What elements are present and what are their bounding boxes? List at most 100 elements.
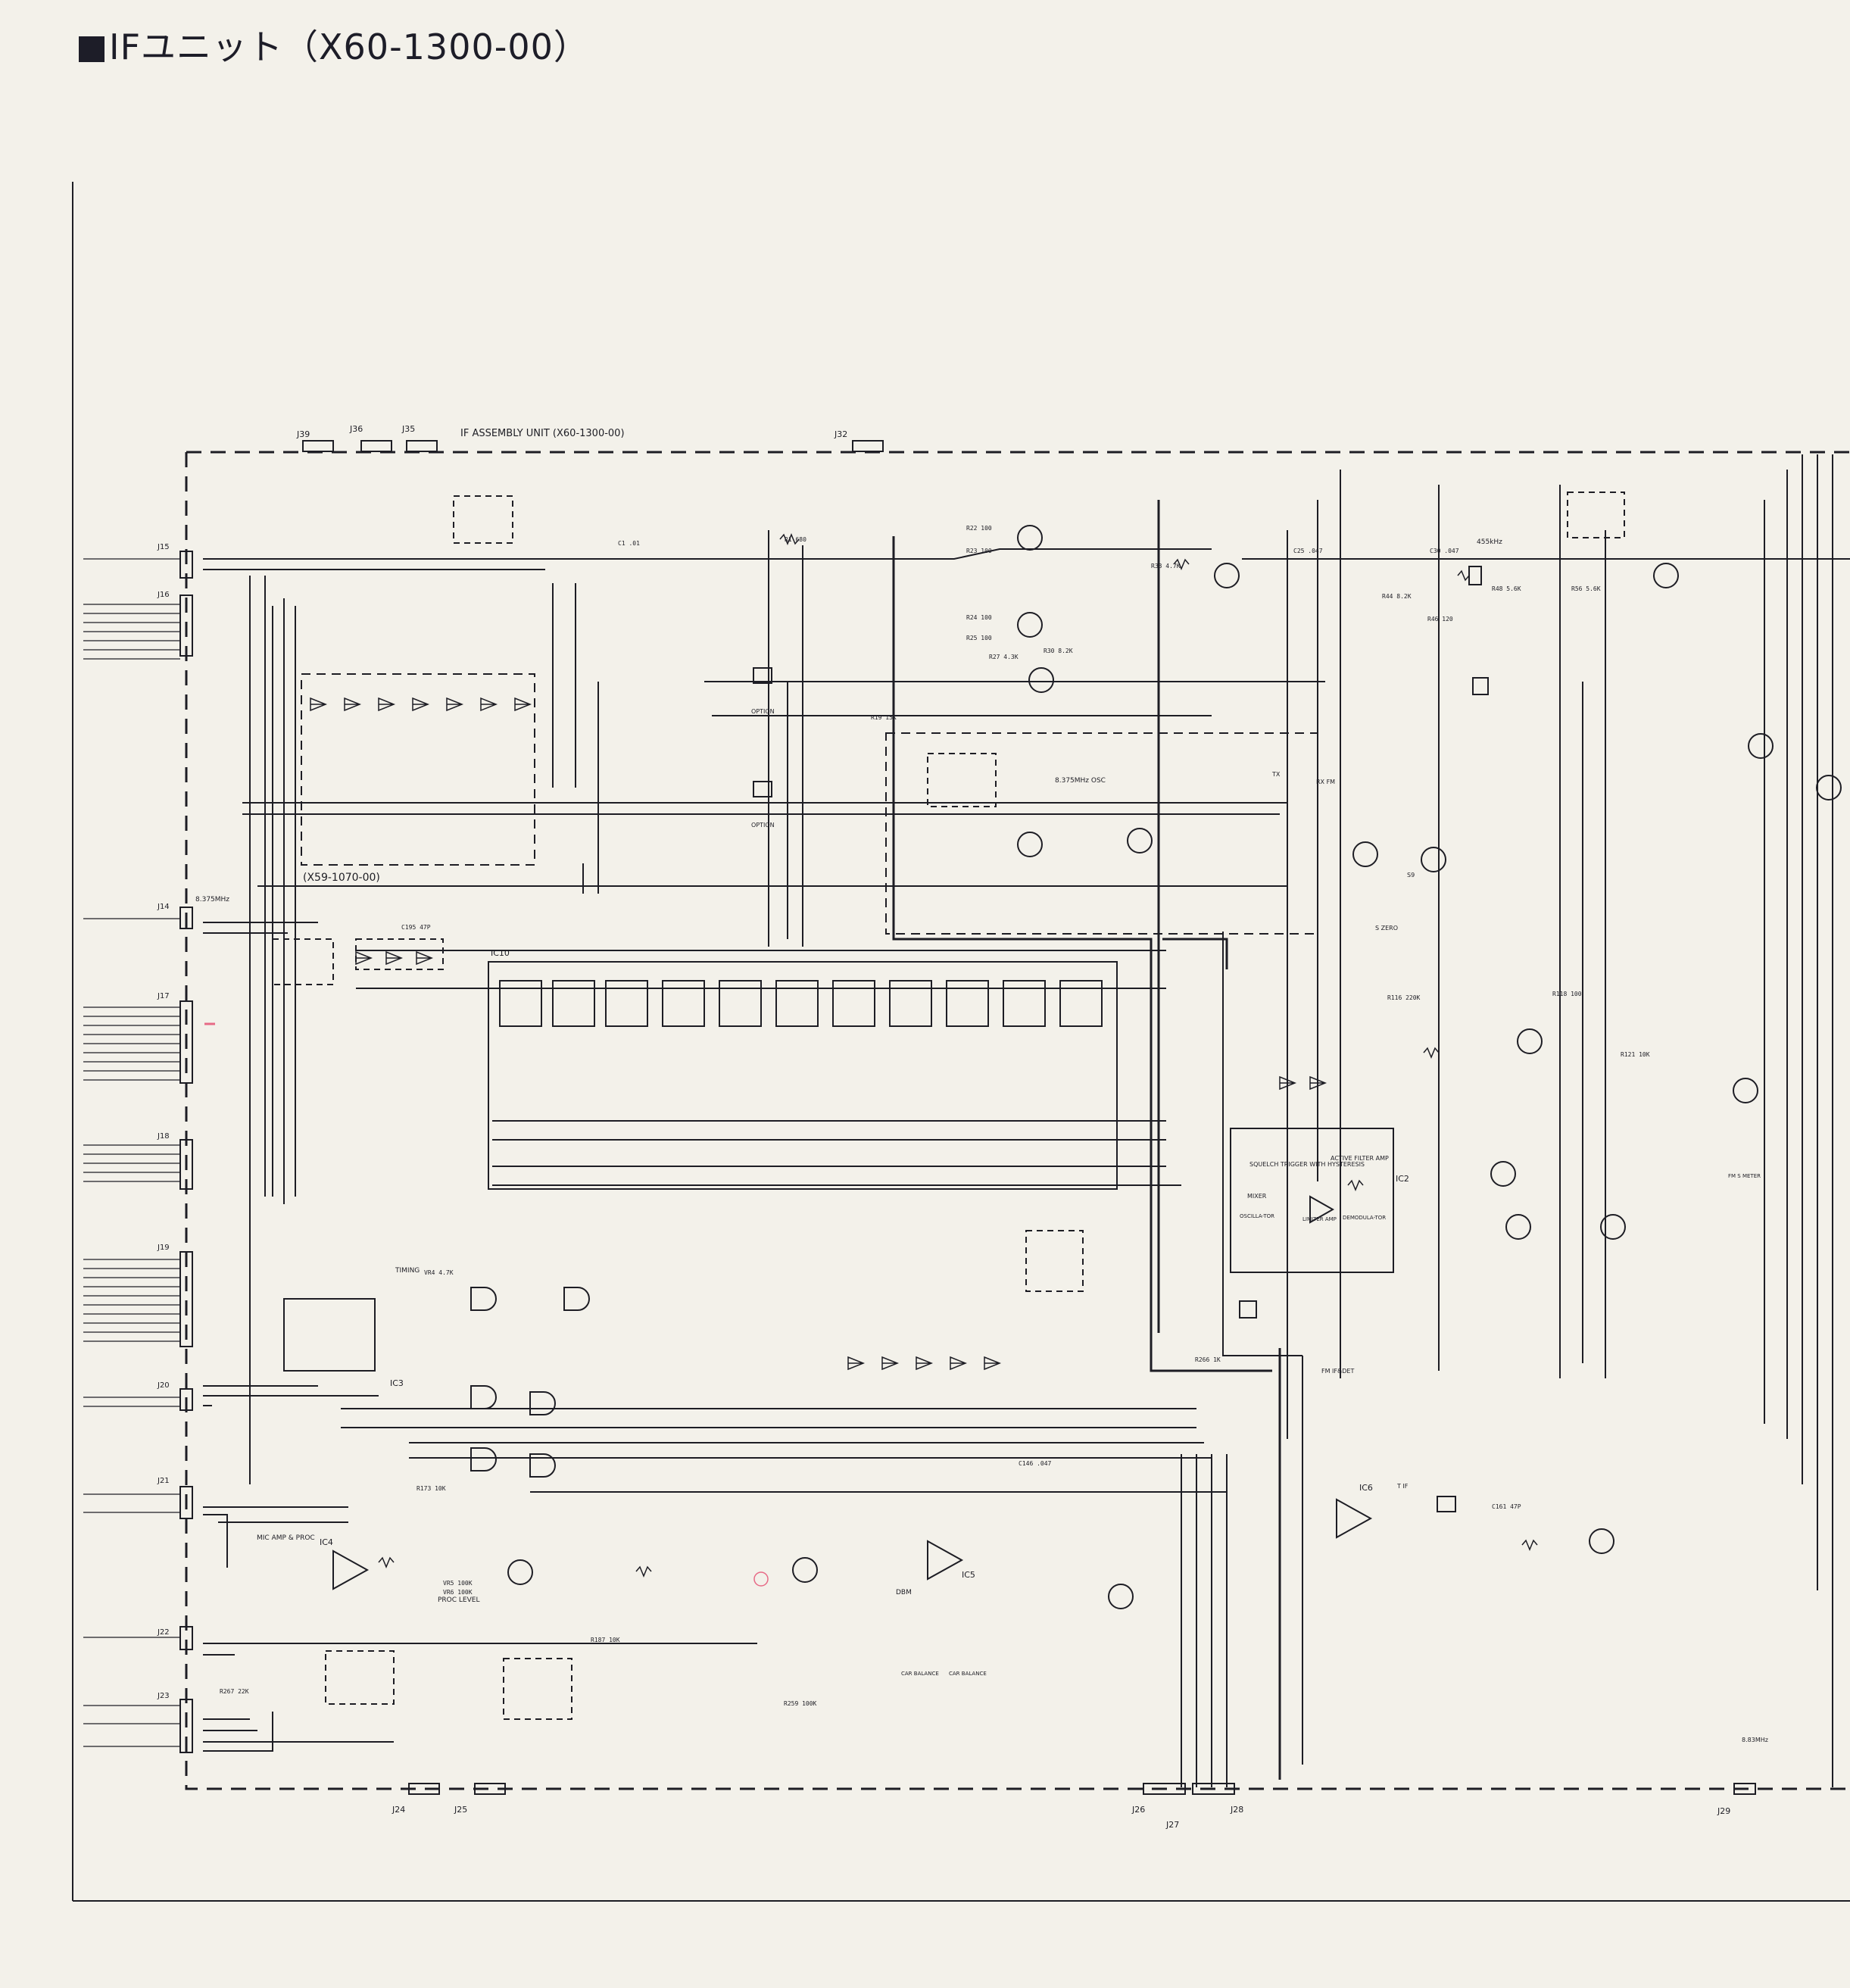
component-value: R267 22K (220, 1688, 249, 1695)
component-value: R19 15K (871, 714, 897, 721)
assembly-label: IF ASSEMBLY UNIT (X60-1300-00) (460, 428, 625, 439)
connector-j25: J25 (454, 1805, 467, 1815)
dbm-label: DBM (896, 1589, 912, 1596)
ic10-box (488, 961, 1118, 1190)
ic4-label: IC4 (320, 1537, 333, 1547)
signal-bus (704, 681, 1325, 1787)
component-value: R48 5.6K (1492, 585, 1521, 592)
option-label-1: OPTION (751, 708, 775, 715)
ic2-label: IC2 (1396, 1174, 1409, 1184)
szero-label: S ZERO (1375, 925, 1398, 932)
connector-j36: J36 (349, 424, 363, 434)
connector-j20: J20 (157, 1381, 170, 1390)
component-value: C195 47P (401, 924, 431, 931)
sub-unit-label: (X59-1070-00) (303, 872, 380, 884)
assembly-border (185, 451, 1850, 1790)
component-value: C30 .047 (1430, 548, 1459, 554)
component-value: R24 100 (966, 614, 992, 621)
freq-label-455: 455kHz (1477, 538, 1502, 546)
ic2-demod: DEMODULA-TOR (1343, 1215, 1386, 1221)
ic2-limiter: LIMITER AMP (1302, 1216, 1337, 1222)
ic3-label: IC3 (390, 1378, 404, 1388)
ic2-box (1230, 1128, 1394, 1273)
component-value: VR4 4.7K (424, 1269, 454, 1276)
wiring-grid (242, 802, 1287, 1493)
component-value: R118 100 (1552, 991, 1582, 997)
component-value: C146 .047 (1019, 1460, 1052, 1467)
connector-j24: J24 (392, 1805, 405, 1815)
component-value: R56 5.6K (1571, 585, 1601, 592)
connector-j22: J22 (157, 1628, 170, 1637)
component-value: R33 4.7K (1151, 563, 1181, 570)
component-value: R46 120 (1427, 616, 1453, 623)
freq-label-8375: 8.375MHz (195, 896, 229, 903)
connector-j15: J15 (157, 543, 170, 551)
logic-gates (470, 1287, 590, 1478)
component-value: R259 100K (784, 1700, 817, 1707)
connector-symbols (179, 440, 1756, 1795)
connector-j26: J26 (1131, 1805, 1145, 1815)
ic3-box (283, 1298, 376, 1372)
component-value: R121 10K (1621, 1051, 1650, 1058)
title-square-icon (79, 36, 105, 62)
opamp-symbols (332, 1195, 1373, 1590)
connector-j28: J28 (1230, 1805, 1243, 1815)
ic10-cells (499, 980, 1103, 1027)
diode-rows (310, 697, 1327, 1371)
s9-label: S9 (1407, 872, 1415, 879)
ic2-squelch: SQUELCH TRIGGER WITH HYSTERESIS (1249, 1161, 1365, 1168)
frame-border (72, 182, 1850, 1902)
ic2-mixer: MIXER (1247, 1193, 1267, 1200)
connector-j18: J18 (157, 1132, 170, 1141)
sub-unit-box (301, 673, 535, 866)
component-value: C1 .01 (618, 540, 640, 547)
connector-j32: J32 (834, 429, 847, 439)
component-value: R22 100 (966, 525, 992, 532)
ic10-label: IC10 (491, 948, 510, 958)
component-value: VR6 100K (443, 1589, 473, 1596)
signal-bus (203, 1506, 757, 1752)
connector-j16: J16 (157, 591, 170, 599)
component-value: R44 8.2K (1382, 593, 1412, 600)
tif-label: T IF (1396, 1483, 1409, 1490)
fm-s-meter-label: FM S METER (1728, 1173, 1761, 1179)
component-value: R30 8.2K (1044, 648, 1073, 654)
freq-label-883: 8.83MHz (1742, 1737, 1768, 1743)
ic6-label: IC6 (1359, 1483, 1373, 1493)
signal-bus (892, 500, 1281, 1780)
component-value: C25 .047 (1293, 548, 1323, 554)
proc-label: PROC LEVEL (438, 1596, 479, 1604)
component-value: R23 100 (966, 548, 992, 554)
component-value: C161 47P (1492, 1503, 1521, 1510)
fm-if-det-label: FM IF&DET (1321, 1368, 1354, 1375)
component-value: R1 680 (785, 536, 806, 543)
component-value: R173 10K (416, 1485, 446, 1492)
component-value: R27 4.3K (989, 654, 1019, 660)
connector-j17: J17 (157, 992, 170, 1000)
component-value: R25 100 (966, 635, 992, 641)
timing-label: TIMING (395, 1267, 420, 1275)
connector-j27: J27 (1165, 1820, 1179, 1830)
connector-j14: J14 (157, 903, 170, 911)
transistor-symbols (507, 525, 1842, 1609)
option-label-2: OPTION (751, 822, 775, 829)
car-balance-label-1: CAR BALANCE (901, 1671, 939, 1677)
mic-label: MIC AMP & PROC (257, 1534, 315, 1542)
input-stubs (83, 558, 180, 1747)
signal-bus (203, 548, 1850, 1406)
osc-block (885, 732, 1318, 935)
connector-j39: J39 (296, 429, 310, 439)
component-value: R187 10K (591, 1637, 620, 1643)
resistor-symbols (378, 533, 1538, 1578)
ic2-filter: ACTIVE FILTER AMP (1331, 1155, 1389, 1162)
page-title: IFユニット（X60-1300-00） (79, 20, 589, 70)
component-value: R266 1K (1195, 1356, 1221, 1363)
connector-j23: J23 (157, 1692, 170, 1700)
page-title-text: IFユニット（X60-1300-00） (109, 27, 589, 67)
connector-j19: J19 (157, 1244, 170, 1252)
component-value: R116 220K (1387, 994, 1421, 1001)
tx-label: TX (1271, 771, 1281, 778)
car-balance-label-2: CAR BALANCE (949, 1671, 987, 1677)
connector-j21: J21 (157, 1477, 170, 1485)
